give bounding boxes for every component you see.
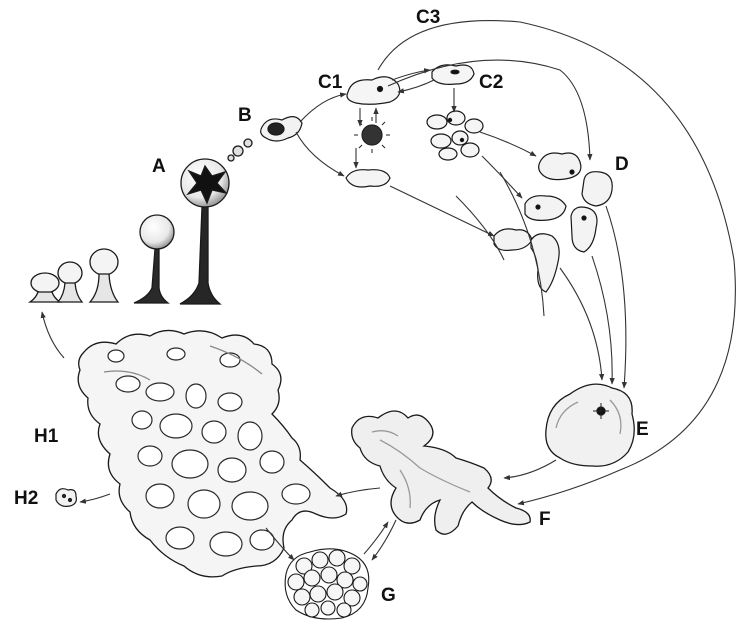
plasmodium-vein-network: [107, 347, 311, 557]
arrow-c1-to-d: [387, 59, 593, 161]
label-f: F: [539, 509, 551, 530]
arrow-cells-to-d: [481, 155, 523, 199]
arrow-d2-to-e: [591, 255, 615, 385]
label-c2: C2: [479, 72, 504, 93]
sclerotium-cells: [287, 549, 368, 618]
mature-plasmodium: [77, 329, 348, 578]
arrow-d3-to-e: [559, 267, 605, 381]
arrow-divide-to-d: [479, 131, 537, 157]
sporangia-stages: [27, 138, 253, 305]
label-e: E: [636, 419, 649, 440]
amoeba-c1: [346, 76, 401, 105]
fusing-amoebae: [493, 152, 613, 293]
cyst: [354, 117, 390, 153]
arrow-h1-to-h2: [79, 493, 111, 504]
label-h1: H1: [34, 426, 59, 447]
label-h2: H2: [14, 488, 39, 509]
young-plasmodium: [351, 410, 531, 535]
sporangium-mature: [179, 158, 230, 305]
arrow-line-d-extra-2: [499, 171, 545, 317]
zygote-plasmodium: [545, 383, 635, 467]
label-b: B: [238, 105, 252, 126]
arrow-e-to-f: [503, 459, 557, 481]
arrow-b-to-c1: [299, 92, 347, 123]
label-a: A: [152, 156, 166, 177]
dividing-cells: [426, 110, 484, 161]
swarm-cells: [345, 64, 484, 188]
label-g: G: [381, 585, 396, 606]
arrow-f-to-h1: [335, 487, 381, 497]
arrow-h1-to-g: [265, 527, 295, 561]
arrow-g-to-f: [363, 521, 389, 555]
released-spores: [227, 138, 253, 162]
sporangium-stage-4: [133, 214, 175, 304]
arrow-f-to-g: [371, 519, 397, 561]
amoeba-c2: [431, 64, 475, 85]
cycle-arrows: [40, 19, 736, 561]
arrow-lower-to-d: [389, 185, 495, 237]
label-d: D: [615, 154, 629, 175]
amoeba-lower: [345, 169, 391, 188]
sporangium-stage-3: [88, 248, 120, 303]
arrow-c1-to-c2: [391, 68, 431, 81]
arrow-line-d-extra: [455, 195, 505, 261]
arrow-h1-to-a: [40, 311, 65, 359]
arrow-c2-to-c1: [397, 79, 435, 94]
label-c3: C3: [416, 7, 441, 28]
arrow-c3-loop: [377, 19, 736, 506]
sporangium-stage-2: [56, 261, 84, 303]
sporangium-stage-1: [27, 272, 63, 303]
label-c1: C1: [318, 72, 343, 93]
sclerotium: [284, 548, 370, 620]
dormant-fragment: [55, 488, 77, 507]
arrow-d1-to-e: [605, 205, 628, 389]
arrow-b-to-lower: [295, 131, 345, 177]
germinating-spore: [260, 116, 303, 142]
